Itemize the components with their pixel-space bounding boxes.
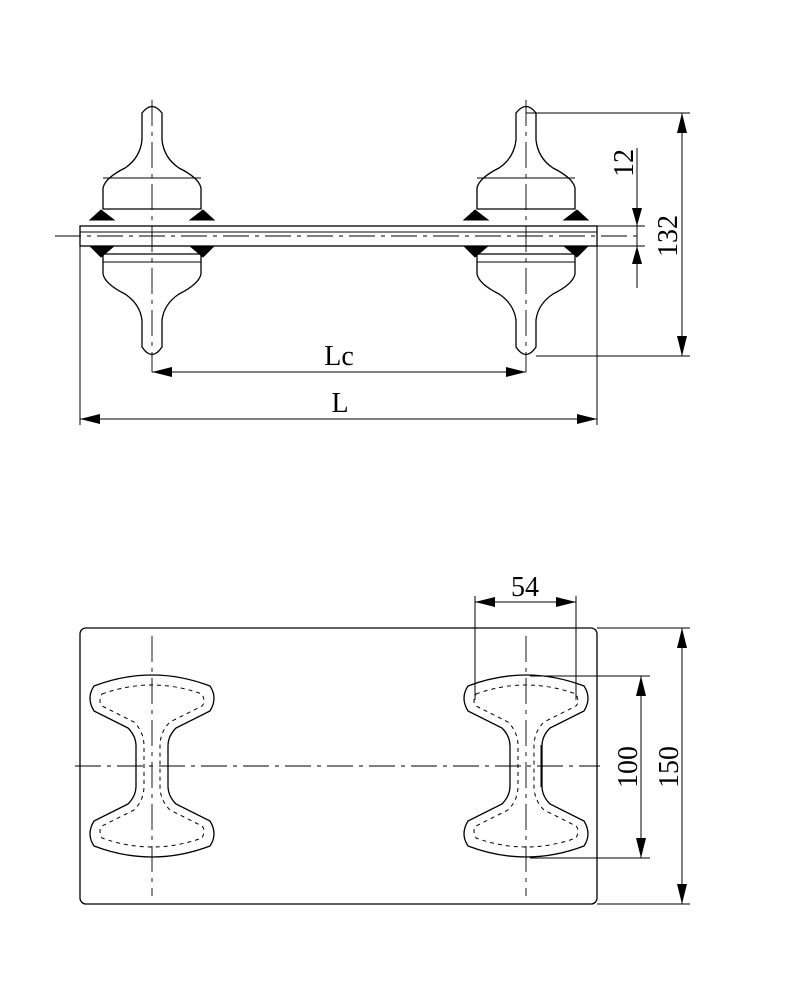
dim-label-132: 132 <box>653 215 684 257</box>
dim-label-150: 150 <box>654 746 685 788</box>
dim-label-54: 54 <box>511 572 539 603</box>
dim-label-100: 100 <box>613 746 644 788</box>
dim-label-l: L <box>331 388 348 419</box>
front-view: Lc L 12 132 <box>55 99 690 425</box>
dim-label-lc: Lc <box>324 341 354 372</box>
dim-label-12: 12 <box>609 149 640 177</box>
top-view: 54 100 150 <box>75 572 690 905</box>
